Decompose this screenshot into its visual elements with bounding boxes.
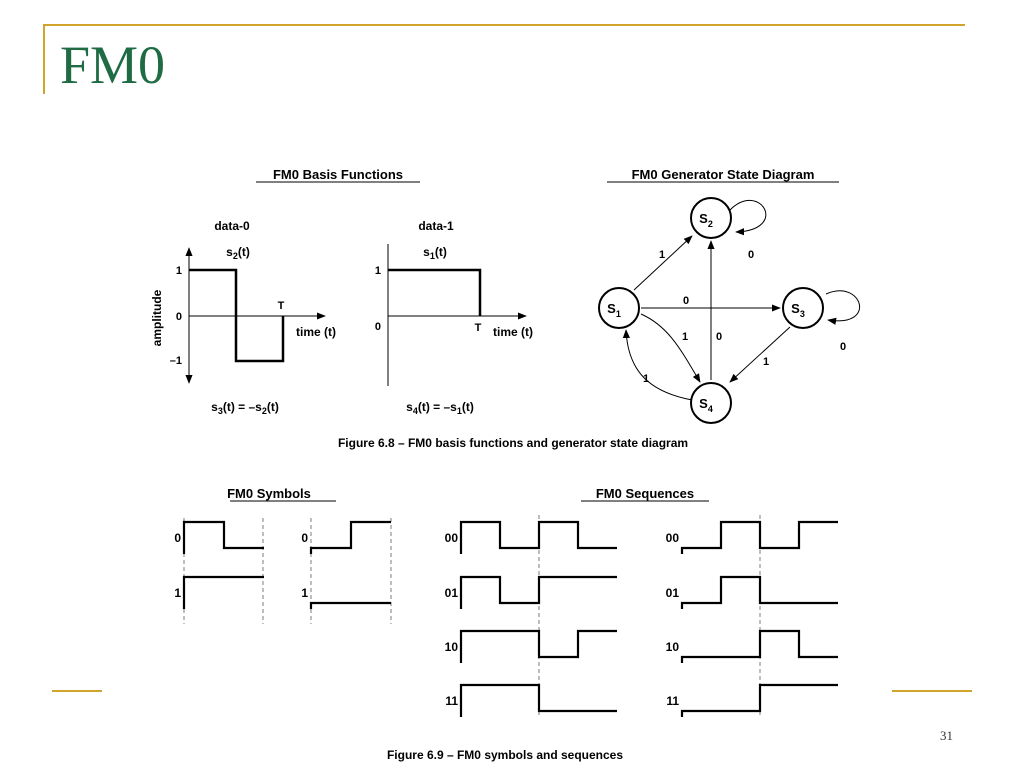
transition-s3-loop-label: 0 xyxy=(840,341,846,353)
title-accent-left-line xyxy=(43,24,45,94)
transition-s1-s2 xyxy=(633,235,693,291)
state-s3: S3 xyxy=(782,287,824,329)
state-diagram: FM0 Generator State Diagram 1 0 0 0 1 0 … xyxy=(598,167,860,424)
sequence-left-01-trace xyxy=(459,575,617,609)
sequence-left-01: 01 xyxy=(445,575,617,609)
sequence-left-00-trace xyxy=(459,520,617,554)
sequence-right-01: 01 xyxy=(666,575,838,609)
sequence-right-10-label: 10 xyxy=(666,640,680,654)
transition-s3-loop xyxy=(825,290,860,325)
symbol-4-label: 1 xyxy=(301,586,308,600)
panel0-equation: s3(t) = –s2(t) xyxy=(211,400,279,416)
figure-6-9-caption: Figure 6.9 – FM0 symbols and sequences xyxy=(387,748,623,762)
transition-s1-s3-label: 0 xyxy=(683,295,689,307)
y-axis-label: amplitude xyxy=(150,289,164,346)
symbol-2: 0 xyxy=(301,520,391,554)
basis-heading: FM0 Basis Functions xyxy=(273,167,403,182)
figure-6-8-caption: Figure 6.8 – FM0 basis functions and gen… xyxy=(338,436,688,450)
sequence-right-00: 00 xyxy=(666,520,838,554)
state-s1: S1 xyxy=(598,287,640,329)
sequence-right-10-trace xyxy=(680,629,838,663)
transition-s1-s4 xyxy=(640,313,701,383)
transition-s2-loop-label: 0 xyxy=(748,249,754,261)
panel1-equation: s4(t) = –s1(t) xyxy=(406,400,474,416)
symbol-1-trace xyxy=(182,520,264,554)
state-s2-label: S2 xyxy=(699,211,713,229)
sequences-heading: FM0 Sequences xyxy=(596,486,694,501)
footer-accent-left-line xyxy=(52,690,102,692)
symbol-4-trace xyxy=(309,601,391,609)
sequence-left-11-label: 11 xyxy=(445,694,458,708)
transition-s4-s1 xyxy=(622,329,693,401)
transition-s2-loop xyxy=(729,199,767,236)
panel1-period-label: T xyxy=(475,322,482,334)
sequence-right-10: 10 xyxy=(666,629,838,663)
panel0-period-label: T xyxy=(278,300,285,312)
basis-functions: FM0 Basis Functions data-0 s2(t) 1 0 –1 … xyxy=(150,167,533,416)
s1-waveform xyxy=(388,268,482,316)
s2-waveform xyxy=(189,268,285,363)
symbol-1: 0 xyxy=(174,520,264,554)
sequence-left-00-label: 00 xyxy=(445,531,459,545)
sequence-right-00-trace xyxy=(680,520,838,554)
state-s1-label: S1 xyxy=(607,301,621,319)
panel1-label: data-1 xyxy=(418,219,454,233)
title-accent-top-line xyxy=(43,24,965,26)
basis-panel-data1: data-1 s1(t) 1 0 T time (t) s4(t) = –s1(… xyxy=(375,219,533,416)
sequence-left-01-label: 01 xyxy=(445,586,459,600)
symbol-4: 1 xyxy=(301,586,391,609)
sequence-right-01-label: 01 xyxy=(666,586,680,600)
sequence-left-10-trace xyxy=(459,629,617,663)
panel0-tick-1: 1 xyxy=(176,265,182,277)
sequence-left-00: 00 xyxy=(445,520,617,554)
transition-s3-s4-label: 1 xyxy=(763,356,769,368)
panel1-time-label: time (t) xyxy=(493,325,533,339)
panel1-tick-0: 0 xyxy=(375,321,381,333)
sequence-right-01-trace xyxy=(680,575,838,609)
state-diagram-heading: FM0 Generator State Diagram xyxy=(632,167,815,182)
sequence-right-11: 11 xyxy=(666,683,838,717)
state-s4: S4 xyxy=(690,382,732,424)
sequence-left-10-label: 10 xyxy=(445,640,459,654)
state-s4-label: S4 xyxy=(699,396,713,414)
transition-s3-s4 xyxy=(729,326,791,383)
panel0-time-label: time (t) xyxy=(296,325,336,339)
sequence-left-11: 11 xyxy=(445,683,617,717)
sequence-left-11-trace xyxy=(459,683,617,717)
symbols-heading: FM0 Symbols xyxy=(227,486,311,501)
state-s3-label: S3 xyxy=(791,301,805,319)
panel0-tick-neg1: –1 xyxy=(170,355,182,367)
state-s2: S2 xyxy=(690,197,732,239)
sequence-right-11-label: 11 xyxy=(666,694,679,708)
panel0-label: data-0 xyxy=(214,219,250,233)
panel1-func: s1(t) xyxy=(423,245,447,261)
transition-s1-s4-label: 1 xyxy=(682,331,688,343)
panel0-tick-0: 0 xyxy=(176,311,182,323)
sequence-right-11-trace xyxy=(680,683,838,717)
transition-s4-s1-label: 1 xyxy=(643,373,649,385)
page-number: 31 xyxy=(940,728,953,743)
symbol-3-label: 1 xyxy=(174,586,181,600)
symbol-1-label: 0 xyxy=(174,531,181,545)
symbol-2-label: 0 xyxy=(301,531,308,545)
basis-panel-data0: data-0 s2(t) 1 0 –1 amplitude T time (t)… xyxy=(150,219,336,416)
slide-title: FM0 xyxy=(60,35,166,95)
panel1-tick-1: 1 xyxy=(375,265,381,277)
sequence-right-00-label: 00 xyxy=(666,531,680,545)
symbol-2-trace xyxy=(309,520,391,554)
sequence-left-10: 10 xyxy=(445,629,617,663)
footer-accent-right-line xyxy=(892,690,972,692)
transition-s1-s2-label: 1 xyxy=(659,249,665,261)
symbol-3: 1 xyxy=(174,575,264,609)
transition-s4-s2-label: 0 xyxy=(716,331,722,343)
panel0-func: s2(t) xyxy=(226,245,250,261)
symbol-3-trace xyxy=(182,575,264,609)
